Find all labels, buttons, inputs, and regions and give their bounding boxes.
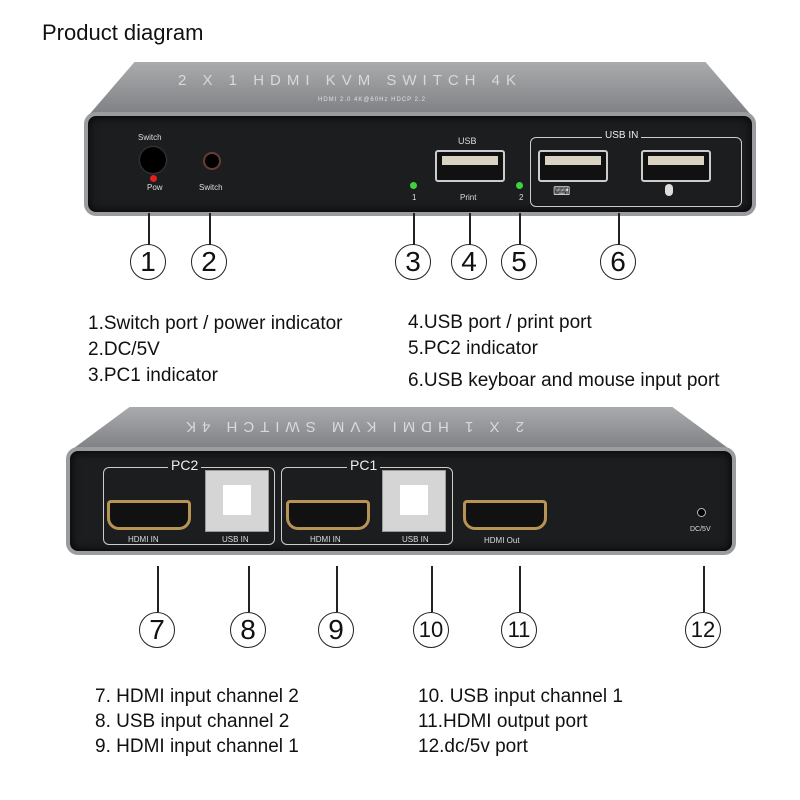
- hdmi-in-pc2[interactable]: [107, 500, 191, 530]
- callout-line: [519, 213, 521, 245]
- usb-in-label: USB IN: [602, 130, 642, 141]
- switch-jack-label: Switch: [199, 183, 223, 192]
- pow-label: Pow: [147, 183, 163, 192]
- legend-item: 4.USB port / print port: [408, 312, 592, 333]
- legend-item: 1.Switch port / power indicator: [88, 313, 343, 334]
- hdmi-in-pc1[interactable]: [286, 500, 370, 530]
- print-label: Print: [460, 193, 477, 202]
- callout-line: [336, 566, 338, 612]
- callout-line: [703, 566, 705, 612]
- callout-2: 2: [191, 244, 227, 280]
- usb-print-port[interactable]: [435, 150, 505, 182]
- hdmi-in-label: HDMI IN: [128, 535, 159, 544]
- usb-in-label: USB IN: [402, 535, 429, 544]
- dc-label: DC/5V: [690, 526, 711, 533]
- callout-5: 5: [501, 244, 537, 280]
- switch-jack[interactable]: [203, 152, 221, 170]
- callout-line: [519, 566, 521, 612]
- legend-item: 9. HDMI input channel 1: [95, 736, 299, 757]
- legend-item: 3.PC1 indicator: [88, 365, 218, 386]
- legend-item: 11.HDMI output port: [418, 711, 588, 732]
- page-title: Product diagram: [42, 20, 204, 45]
- callout-line: [413, 213, 415, 245]
- device-name: 2 X 1 HDMI KVM SWITCH 4K: [178, 72, 523, 89]
- pc1-label: PC1: [347, 457, 381, 473]
- switch-button[interactable]: [140, 147, 166, 173]
- callout-line: [431, 566, 433, 612]
- device-spec: HDMI 2.0 4K@60Hz HDCP 2.2: [318, 97, 427, 103]
- callout-7: 7: [139, 612, 175, 648]
- device-name-rear: 2 X 1 HDMI KVM SWITCH 4K: [180, 418, 525, 435]
- device-top-face: [70, 407, 732, 451]
- callout-line: [618, 213, 620, 245]
- usb-b-pc2[interactable]: [205, 470, 269, 532]
- switch-label: Switch: [138, 133, 162, 142]
- callout-9: 9: [318, 612, 354, 648]
- callout-line: [248, 566, 250, 612]
- usb-label: USB: [458, 136, 477, 146]
- led1-label: 1: [412, 193, 417, 202]
- legend-item: 2.DC/5V: [88, 339, 160, 360]
- callout-3: 3: [395, 244, 431, 280]
- hdmi-out-label: HDMI Out: [484, 536, 520, 545]
- legend-item: 5.PC2 indicator: [408, 338, 538, 359]
- callout-11: 11: [501, 612, 537, 648]
- callout-12: 12: [685, 612, 721, 648]
- dc-jack[interactable]: [697, 508, 706, 517]
- callout-8: 8: [230, 612, 266, 648]
- usb-b-pc1[interactable]: [382, 470, 446, 532]
- device-top-face: [88, 62, 752, 116]
- callout-4: 4: [451, 244, 487, 280]
- callout-line: [469, 213, 471, 245]
- legend-item: 6.USB keyboar and mouse input port: [408, 370, 720, 391]
- front-panel: [84, 112, 756, 216]
- legend-item: 10. USB input channel 1: [418, 686, 623, 707]
- led2-label: 2: [519, 193, 524, 202]
- callout-line: [209, 213, 211, 245]
- usb-in-label: USB IN: [222, 535, 249, 544]
- usb-keyboard-port[interactable]: [538, 150, 608, 182]
- legend-item: 8. USB input channel 2: [95, 711, 290, 732]
- keyboard-icon: ⌨: [553, 184, 571, 198]
- callout-10: 10: [413, 612, 449, 648]
- pc1-led: [410, 182, 417, 189]
- pc2-led: [516, 182, 523, 189]
- callout-line: [148, 213, 150, 245]
- pc2-label: PC2: [168, 457, 202, 473]
- legend-item: 7. HDMI input channel 2: [95, 686, 299, 707]
- hdmi-out-port[interactable]: [463, 500, 547, 530]
- callout-6: 6: [600, 244, 636, 280]
- hdmi-in-label: HDMI IN: [310, 535, 341, 544]
- callout-1: 1: [130, 244, 166, 280]
- power-led: [150, 175, 157, 182]
- mouse-icon: [665, 184, 673, 196]
- callout-line: [157, 566, 159, 612]
- legend-item: 12.dc/5v port: [418, 736, 528, 757]
- usb-mouse-port[interactable]: [641, 150, 711, 182]
